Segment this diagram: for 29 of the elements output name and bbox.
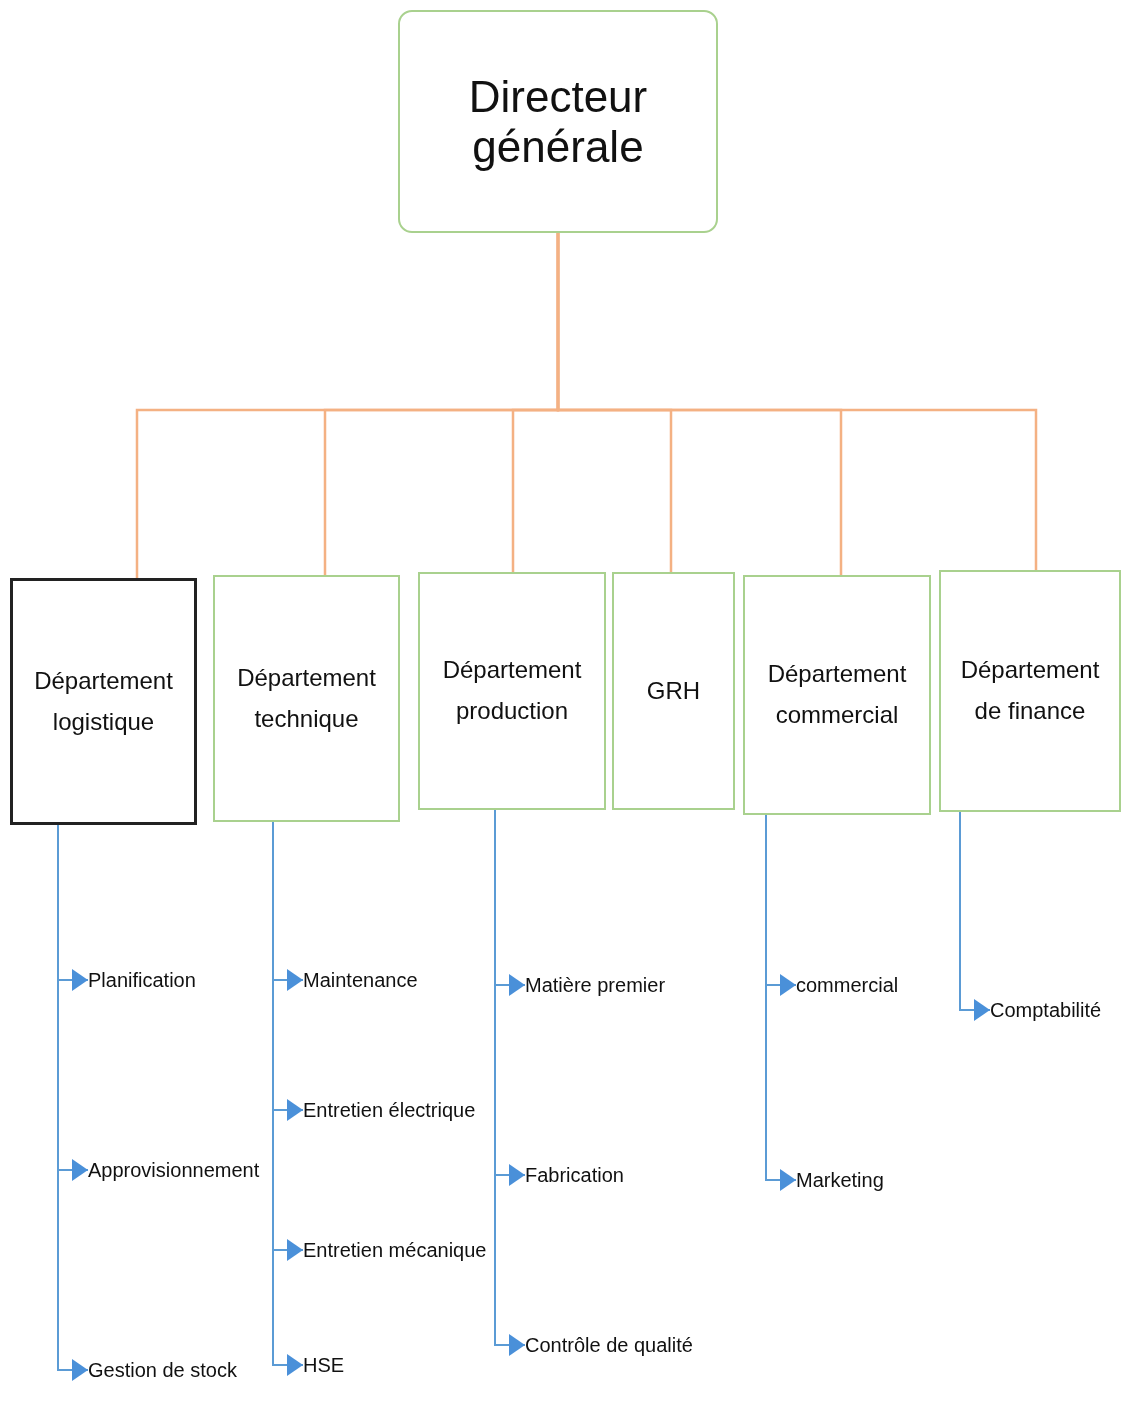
task-label: Fabrication (525, 1163, 624, 1187)
title-text: Directeur générale (467, 71, 649, 172)
task-label: Approvisionnement (88, 1158, 260, 1182)
department-box (10, 578, 197, 825)
task-label: commercial (796, 973, 899, 997)
task-label: Entretien électrique (303, 1098, 476, 1122)
department-box (418, 572, 606, 810)
task-label: Marketing (796, 1168, 884, 1192)
task-label: Gestion de stock (88, 1358, 237, 1382)
task-label: HSE (303, 1353, 345, 1377)
task-label: Entretien mécanique (303, 1238, 487, 1262)
department-name: GRH (646, 675, 701, 706)
task-label: Matière premier (525, 973, 666, 997)
department-box (743, 575, 931, 815)
department-name: Département commercial (766, 659, 908, 730)
task-label: Maintenance (303, 968, 418, 992)
department-name: Département de finance (959, 655, 1101, 726)
department-name: Département logistique (33, 665, 174, 737)
arrow (959, 811, 991, 1021)
department-box (213, 575, 400, 822)
task-label: Planification (88, 968, 196, 992)
task-label: Comptabilité (990, 998, 1102, 1022)
connector-line (556, 233, 1038, 570)
director-box (398, 10, 718, 233)
department-box (939, 570, 1121, 812)
task-label: Contrôle de qualité (525, 1333, 693, 1357)
department-name: Département production (441, 655, 583, 726)
department-box (612, 572, 735, 810)
department-name: Département technique (236, 662, 377, 734)
